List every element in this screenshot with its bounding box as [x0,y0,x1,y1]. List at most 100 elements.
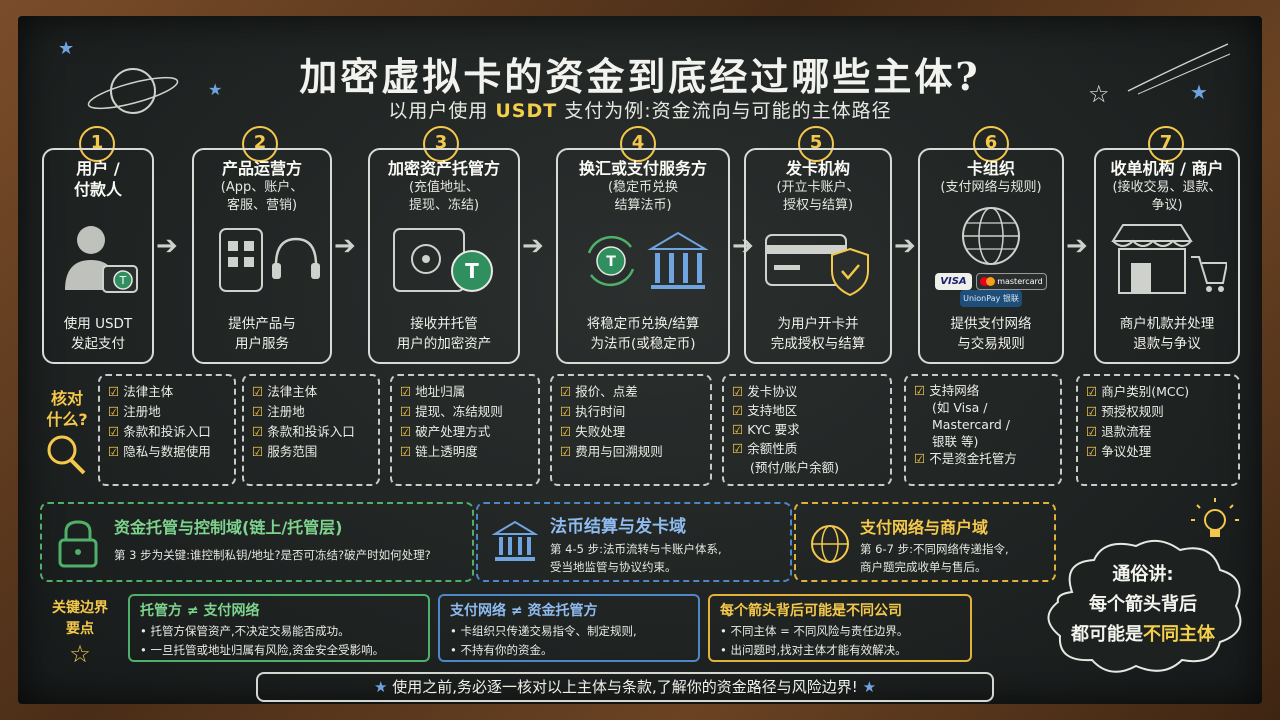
svg-text:T: T [119,274,127,287]
verify-label: 核对 什么? [38,388,96,480]
planet-icon [87,68,179,114]
speech-cloud-icon [1047,539,1242,673]
step-sub: 提现、冻结) [408,198,480,213]
store-cart-icon [1111,224,1229,294]
step-title: 卡组织 [966,159,1015,178]
step-sub: 结算法币) [614,198,672,213]
key-line: 卡组织只传递交易指令、制定规则, [450,622,688,641]
step-title: 付款人 [73,180,122,199]
step-sub: (支付网络与规则) [940,180,1042,195]
domain-title: 法币结算与发卡域 [550,517,686,537]
star-icon: ★ [373,678,388,696]
domain-desc: 第 4-5 步:法币流转与卡账户体系,受当地监管与协议约束。 [550,542,722,574]
step-number: 4 [620,126,656,162]
step-number: 1 [79,126,115,162]
bank-icon [492,520,538,561]
star-icon: ★ [862,678,877,696]
step-sub: (开立卡账户、 [776,180,860,195]
key-points-label: 关键边界 要点 ☆ [38,598,122,668]
step-title: 换汇或支付服务方 [578,159,707,178]
globe-icon [811,525,849,563]
key-line: 托管方保管资产,不决定交易能否成功。 [140,622,418,641]
exchange-bank-icon: T [587,231,709,289]
step-card-exchange: 换汇或支付服务方 (稳定币兑换 结算法币) T 将稳定币兑换/结算为法币(或稳定… [556,148,730,364]
visa-logo: VISA [935,273,972,290]
step-desc: 为用户开卡并完成授权与结算 [770,316,866,352]
step-card-acquirer: 收单机构 / 商户 (接收交易、退款、 争议) 商户机款并处理退款与争议 [1094,148,1240,364]
step-sub: 争议) [1151,198,1183,213]
svg-text:T: T [465,259,479,283]
step-sub: (充值地址、 [408,180,480,195]
key-box-custody: 托管方 ≠ 支付网络 托管方保管资产,不决定交易能否成功。 一旦托管或地址归属有… [128,594,430,662]
flow-arrow: ➔ [522,231,544,261]
svg-text:T: T [606,254,616,270]
step-card-issuer: 发卡机构 (开立卡账户、 授权与结算) 为用户开卡并完成授权与结算 [744,148,892,364]
summary-cloud: 通俗讲: 每个箭头背后 都可能是不同主体 [1071,564,1215,645]
step-desc: 商户机款并处理退款与争议 [1119,316,1215,352]
step-title: 加密资产托管方 [387,159,500,178]
phone-headset-icon [219,228,320,292]
page-subtitle: 以用户使用 USDT 支付为例:资金流向与可能的主体路径 [388,100,892,122]
step-number: 7 [1148,126,1184,162]
globe-network-icon [962,207,1020,265]
key-line: 一旦托管或地址归属有风险,资金安全受影响。 [140,641,418,660]
step-card-custodian: 加密资产托管方 (充值地址、 提现、冻结) T 接收并托管用户的加密资产 [368,148,520,364]
step-desc: 接收并托管用户的加密资产 [396,316,492,352]
step-desc: 提供支付网络与交易规则 [950,316,1032,352]
key-line: 不持有你的资金。 [450,641,688,660]
unionpay-logo: UnionPay 银联 [960,290,1022,307]
key-line: 不同主体 = 不同风险与责任边界。 [720,622,960,641]
checklist-network: 支持网络 (如 Visa / Mastercard / 银联 等) 不是资金托管… [904,374,1062,486]
step-sub: 客服、营销) [226,198,298,213]
domain-custody: 资金托管与控制域(链上/托管层) 第 3 步为关键:谁控制私钥/地址?是否可冻结… [40,502,474,582]
step-number: 6 [973,126,1009,162]
flow-arrow: ➔ [156,231,178,261]
step-number: 2 [242,126,278,162]
network-logos: VISA mastercard UnionPay 银联 [920,273,1062,307]
key-box-network: 支付网络 ≠ 资金托管方 卡组织只传递交易指令、制定规则, 不持有你的资金。 [438,594,700,662]
checklist-acquirer: 商户类别(MCC)预授权规则 退款流程争议处理 [1076,374,1240,486]
safe-tether-icon: T [393,228,493,292]
step-title: 发卡机构 [785,159,850,178]
step-number: 5 [798,126,834,162]
checklist-issuer: 发卡协议支持地区 KYC 要求余额性质 (预付/账户余额) [722,374,892,486]
step-number: 3 [423,126,459,162]
magnifier-icon [47,435,86,475]
domain-title: 资金托管与控制域(链上/托管层) [114,518,343,537]
key-title: 每个箭头背后可能是不同公司 [720,603,902,619]
footer-text: 使用之前,务必逐一核对以上主体与条款,了解你的资金路径与风险边界! [392,678,858,696]
step-title: 用户 / [76,159,120,178]
domain-desc: 第 3 步为关键:谁控制私钥/地址?是否可冻结?破产时如何处理? [114,548,431,562]
mastercard-logo: mastercard [975,273,1047,290]
star-icon: ★ [208,80,223,99]
step-card-network: 卡组织 (支付网络与规则) VISA mastercard UnionPay 银… [918,148,1064,364]
step-card-operator: 产品运营方 (App、账户、 客服、营销) 提供产品与用户服务 [192,148,332,364]
step-sub: (接收交易、退款、 [1112,180,1222,195]
step-desc: 将稳定币兑换/结算为法币(或稳定币) [586,316,700,352]
domain-title: 支付网络与商户域 [860,518,989,537]
lock-icon [58,520,98,568]
step-sub: (App、账户、 [220,180,304,195]
checklist-custodian: 地址归属提现、冻结规则 破产处理方式链上透明度 [390,374,540,486]
star-outline-icon: ☆ [69,640,91,668]
domain-fiat: 法币结算与发卡域 第 4-5 步:法币流转与卡账户体系,受当地监管与协议约束。 [476,502,792,582]
footer-banner: ★ 使用之前,务必逐一核对以上主体与条款,了解你的资金路径与风险边界! ★ [256,672,994,702]
flow-arrow: ➔ [732,231,754,261]
card-shield-icon [765,234,869,297]
key-title: 托管方 ≠ 支付网络 [140,603,260,619]
star-outline-icon: ☆ [1088,80,1110,108]
step-sub: 授权与结算) [782,198,854,213]
domain-desc: 第 6-7 步:不同网络传递指令,商户题完成收单与售后。 [860,542,1009,574]
checklist-user: 法律主体注册地 条款和投诉入口隐私与数据使用 [98,374,236,486]
key-box-companies: 每个箭头背后可能是不同公司 不同主体 = 不同风险与责任边界。 出问题时,找对主… [708,594,972,662]
checklist-operator: 法律主体注册地 条款和投诉入口服务范围 [242,374,380,486]
flow-arrow: ➔ [894,231,916,261]
chalkboard: ★ ★ ☆ ★ 加密虚拟卡的资金到底经过哪些主体? 以用户使用 USDT 支付为… [18,16,1262,704]
step-title: 收单机构 / 商户 [1110,159,1224,178]
step-desc: 提供产品与用户服务 [228,316,296,352]
flow-arrow: ➔ [1066,231,1088,261]
comet-trail-icon [1127,43,1231,95]
flow-arrow: ➔ [334,231,356,261]
